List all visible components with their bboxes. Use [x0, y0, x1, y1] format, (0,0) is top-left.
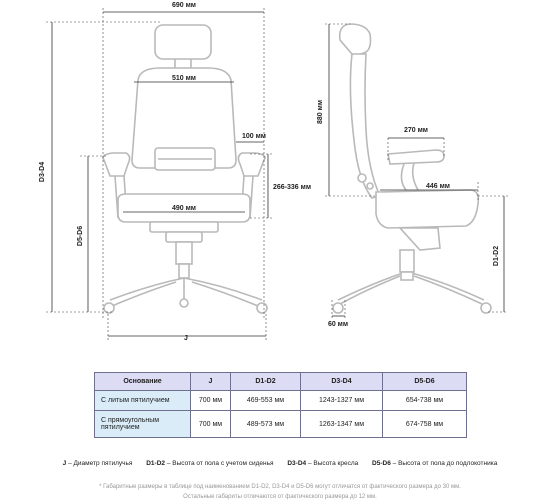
header-d1-d2: D1-D2	[230, 372, 301, 391]
side-headrest-shape	[338, 23, 372, 56]
chair-dimension-drawing: 690 мм 510 мм 100 мм 266-336 мм 490 мм D…	[39, 2, 508, 342]
dim-seat-depth: 446 мм	[426, 183, 450, 190]
headrest-shape	[154, 24, 212, 60]
cell-d3-d4: 1243-1327 мм	[300, 390, 383, 411]
left-armrest-shape	[102, 152, 131, 177]
cell-d1-d2: 469-553 мм	[230, 390, 301, 411]
cell-j: 700 мм	[190, 390, 231, 411]
right-armrest-shape	[237, 152, 266, 177]
header-j: J	[190, 372, 231, 391]
header-d5-d6: D5-D6	[382, 372, 467, 391]
footnote-line-1: * Габаритные размеры в таблице под наиме…	[99, 484, 461, 490]
dim-armrest-length: 270 мм	[404, 127, 428, 134]
side-view-chair	[332, 23, 492, 314]
legend-item-j: J – Диаметр пятилучья	[62, 460, 133, 467]
dim-height: 880 мм	[317, 100, 324, 124]
header-base: Основание	[94, 372, 191, 391]
dim-backrest-width: 510 мм	[172, 75, 196, 82]
cell-d3-d4: 1263-1347 мм	[300, 410, 383, 438]
side-armrest-shape	[387, 149, 445, 165]
dim-caster: 60 мм	[328, 321, 348, 328]
legend-item-d5-d6: D5-D6 – Высота от пола до подлокотника	[372, 460, 498, 467]
backrest-shape	[131, 67, 237, 169]
dim-d5-d6: D5-D6	[77, 226, 84, 246]
dim-j: J	[184, 335, 188, 342]
cell-d1-d2: 489-573 мм	[230, 410, 301, 438]
header-d3-d4: D3-D4	[300, 372, 383, 391]
base-leg	[109, 277, 185, 301]
spec-table: Основание J D1-D2 D3-D4 D5-D6 С литым пя…	[94, 372, 467, 438]
legend-item-d3-d4: D3-D4 – Высота кресла	[287, 460, 359, 467]
dim-overall-width: 690 мм	[172, 2, 196, 9]
legend: J – Диаметр пятилучья D1-D2 – Высота от …	[0, 460, 560, 467]
front-view-chair	[102, 24, 268, 314]
dim-d3-d4: D3-D4	[39, 162, 46, 182]
dim-seat-to-armrest: 266-336 мм	[273, 184, 311, 191]
table-row: С литым пятилучием 700 мм 469-553 мм 124…	[94, 390, 467, 411]
row-label: С прямоугольным пятилучием	[94, 410, 191, 438]
table-row: С прямоугольным пятилучием 700 мм 489-57…	[94, 410, 467, 438]
cell-j: 700 мм	[190, 410, 231, 438]
row-label: С литым пятилучием	[94, 390, 191, 411]
seat-shape	[117, 193, 251, 223]
dim-armrest-offset: 100 мм	[242, 133, 266, 140]
dim-d1-d2: D1-D2	[493, 246, 500, 266]
side-view-dimensions: 880 мм 270 мм 446 мм D1-D2 60 мм	[317, 23, 508, 328]
side-seat-shape	[375, 189, 480, 229]
cell-d5-d6: 654-738 мм	[382, 390, 467, 411]
dim-seat-width: 490 мм	[172, 205, 196, 212]
front-view-dimensions: 690 мм 510 мм 100 мм 266-336 мм 490 мм D…	[39, 2, 311, 342]
legend-item-d1-d2: D1-D2 – Высота от пола с учетом сиденья	[146, 460, 274, 467]
table-header-row: Основание J D1-D2 D3-D4 D5-D6	[94, 372, 467, 391]
cell-d5-d6: 674-758 мм	[382, 410, 467, 438]
footnote-line-2: Остальные габариты отличаются от фактиче…	[183, 494, 377, 500]
